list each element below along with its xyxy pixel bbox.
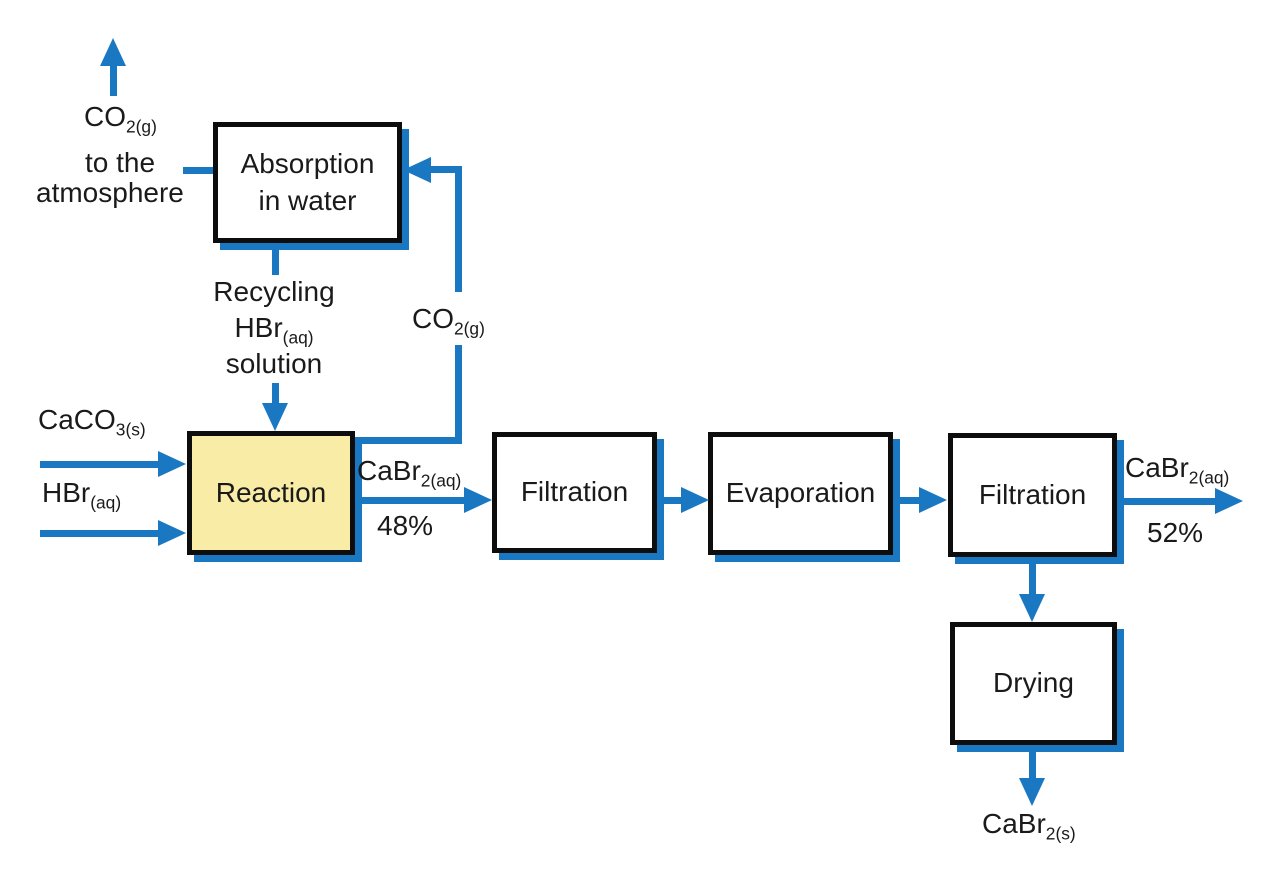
- recycle-into-reaction-arrow-shaft: [272, 383, 279, 407]
- cabr2-48-label: CaBr2(aq): [357, 455, 461, 489]
- recycling-line3: solution: [225, 347, 323, 379]
- evaporation-box: Evaporation: [708, 432, 893, 555]
- hbr-input-arrowhead: [158, 520, 186, 546]
- formula-base: CO: [412, 303, 454, 334]
- atmosphere-label: atmosphere: [36, 177, 184, 208]
- co2-loop-upper-vertical-line: [455, 166, 462, 292]
- evaporation-to-filtration-arrow-shaft: [893, 497, 923, 504]
- formula-sub: 2(s): [1045, 823, 1076, 844]
- drying-output-arrow-shaft: [1029, 745, 1036, 781]
- cabr2-52-percent: 52%: [1147, 517, 1204, 548]
- recycle-connector-line: [272, 243, 279, 275]
- co2-loop-bottom-line: [355, 437, 462, 444]
- cabr2-solid-label: CaBr2(s): [982, 808, 1076, 842]
- drying-box: Drying: [950, 622, 1117, 745]
- cabr2-48-percent: 48%: [377, 510, 434, 541]
- filtration1-label: Filtration: [520, 476, 629, 508]
- formula-base: CaBr: [982, 808, 1046, 839]
- recycling-line1: Recycling: [213, 276, 335, 307]
- filtration-output-arrowhead: [1215, 488, 1243, 514]
- formula-sub: 2(g): [126, 116, 157, 137]
- hbr-input-arrow-shaft: [40, 530, 160, 537]
- co2-atmosphere-arrow-shaft: [110, 62, 117, 96]
- drying-output-arrowhead: [1019, 778, 1045, 806]
- formula-sub: 3(s): [115, 419, 146, 440]
- reaction-to-filtration-arrowhead: [464, 487, 492, 513]
- co2-recycle-label: CO2(g): [412, 303, 485, 337]
- drying-label: Drying: [993, 667, 1074, 699]
- formula-base: CO: [84, 101, 126, 132]
- evaporation-to-filtration-arrowhead: [919, 487, 947, 513]
- co2-atmosphere-label: CO2(g): [84, 101, 157, 135]
- formula-base: CaBr: [357, 455, 421, 486]
- absorption-label-line2: in water: [258, 184, 357, 216]
- formula-base: HBr: [234, 311, 283, 343]
- caco3-input-label: CaCO3(s): [38, 404, 146, 438]
- filtration2-label: Filtration: [978, 478, 1087, 510]
- formula-base: CaCO: [38, 404, 116, 435]
- filtration-output-arrow-shaft: [1117, 498, 1217, 505]
- filtration1-box: Filtration: [492, 432, 657, 553]
- filtration-to-evaporation-arrow-shaft: [657, 497, 685, 504]
- formula-base: HBr: [42, 477, 91, 508]
- atmosphere-connector-line: [183, 167, 213, 174]
- co2-loop-lower-vertical-line: [455, 345, 462, 444]
- formula-sub: (aq): [282, 327, 314, 348]
- recycling-label: Recycling HBr(aq) solution: [195, 274, 353, 381]
- recycle-into-reaction-arrowhead: [262, 403, 288, 431]
- caco3-input-arrowhead: [158, 451, 186, 477]
- filtration-to-drying-arrowhead: [1019, 594, 1045, 622]
- recycling-line2: HBr(aq): [195, 310, 353, 346]
- formula-base: CaBr: [1125, 452, 1189, 483]
- reaction-to-filtration-arrow-shaft: [355, 497, 467, 504]
- absorption-box: Absorption in water: [213, 122, 402, 243]
- absorption-label-line1: Absorption: [240, 148, 375, 180]
- co2-loop-top-line: [427, 166, 462, 173]
- hbr-input-label: HBr(aq): [42, 477, 121, 511]
- caco3-input-arrow-shaft: [40, 461, 160, 468]
- cabr2-52-label: CaBr2(aq): [1125, 452, 1229, 486]
- formula-sub: 2(g): [454, 318, 485, 339]
- formula-sub: 2(aq): [1188, 467, 1230, 488]
- filtration-to-drying-arrow-shaft: [1029, 557, 1036, 597]
- reaction-box: Reaction: [187, 431, 355, 555]
- filtration2-box: Filtration: [948, 433, 1117, 557]
- co2-atmosphere-arrowhead: [100, 38, 126, 66]
- filtration-to-evaporation-arrowhead: [681, 487, 709, 513]
- evaporation-label: Evaporation: [725, 477, 876, 509]
- formula-sub: 2(aq): [420, 470, 462, 491]
- formula-sub: (aq): [90, 492, 122, 513]
- to-the-label: to the: [85, 147, 156, 178]
- reaction-label: Reaction: [215, 476, 327, 508]
- co2-into-absorption-arrowhead: [403, 157, 431, 183]
